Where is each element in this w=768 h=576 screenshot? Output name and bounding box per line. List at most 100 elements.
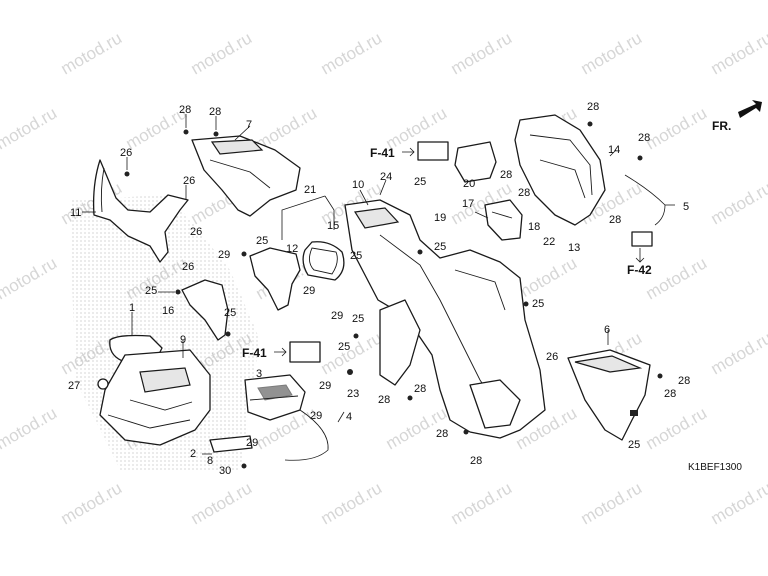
watermark-text: motod.ru: [643, 403, 711, 453]
watermark-text: motod.ru: [0, 403, 60, 453]
callout-labels: 28 28 7 26 26 11 26 26 25 29 21 15 12 29…: [68, 101, 690, 477]
callout-13: 13: [568, 242, 580, 254]
callout-3: 3: [256, 368, 262, 380]
part-6-right-side-cover[interactable]: [567, 349, 651, 441]
callout-15: 15: [327, 220, 339, 232]
watermark-text: motod.ru: [708, 328, 768, 378]
callout-28: 28: [209, 106, 221, 118]
part-18-latch[interactable]: [484, 199, 523, 241]
part-20-box-cover[interactable]: [454, 141, 497, 183]
callout-26: 26: [183, 175, 195, 187]
callout-29: 29: [331, 310, 343, 322]
watermark-text: motod.ru: [188, 28, 256, 78]
watermark-text: motod.ru: [448, 478, 516, 528]
f41-top-arrow: [402, 147, 415, 157]
callout-29: 29: [246, 437, 258, 449]
part-11-side-cover[interactable]: [92, 159, 189, 263]
callout-26: 26: [120, 147, 132, 159]
watermark-text: motod.ru: [318, 28, 386, 78]
callout-25: 25: [145, 285, 157, 297]
part-7-inner-upper-panel[interactable]: [191, 135, 301, 217]
watermark-text: motod.ru: [643, 253, 711, 303]
callout-28: 28: [179, 104, 191, 116]
f41-connector-mid: [289, 341, 321, 363]
callout-29: 29: [218, 249, 230, 261]
callout-28: 28: [500, 169, 512, 181]
callout-28: 28: [638, 132, 650, 144]
callout-17: 17: [462, 198, 474, 210]
part-10-main-inner-frame[interactable]: [344, 199, 546, 439]
callout-28: 28: [664, 388, 676, 400]
callout-25: 25: [434, 241, 446, 253]
callout-20: 20: [463, 178, 475, 190]
callout-11: 11: [70, 207, 81, 219]
callout-25: 25: [350, 250, 362, 262]
f41-mid-arrow: [274, 347, 287, 357]
watermark-text: motod.ru: [578, 478, 646, 528]
watermark-text: motod.ru: [0, 103, 60, 153]
callout-28: 28: [678, 375, 690, 387]
watermark-text: motod.ru: [578, 28, 646, 78]
callout-1: 1: [129, 302, 135, 314]
leader-lines: [82, 114, 675, 455]
callout-30: 30: [219, 465, 231, 477]
callout-29: 29: [303, 285, 315, 297]
watermark-text: motod.ru: [58, 28, 126, 78]
callout-7: 7: [246, 119, 252, 131]
callout-27: 27: [68, 380, 80, 392]
callout-28: 28: [436, 428, 448, 440]
part-21-center-panel[interactable]: [249, 241, 345, 311]
hardware-bolts: [124, 121, 663, 469]
watermark-text: motod.ru: [58, 478, 126, 528]
callout-25: 25: [338, 341, 350, 353]
watermark-text: motod.ru: [708, 178, 768, 228]
callout-19: 19: [434, 212, 446, 224]
part-13-upper-frame[interactable]: [514, 114, 606, 226]
f42-arrow: [635, 248, 645, 263]
callout-22: 22: [543, 236, 555, 248]
callout-21: 21: [304, 184, 316, 196]
callout-6: 6: [604, 324, 610, 336]
callout-24: 24: [380, 171, 392, 183]
f41-connector-top: [417, 141, 449, 161]
callout-12: 12: [286, 243, 298, 255]
callout-29: 29: [310, 410, 322, 422]
callout-4: 4: [346, 411, 352, 423]
callout-25: 25: [224, 307, 236, 319]
watermark-text: motod.ru: [643, 103, 711, 153]
drawing-code: K1BEF1300: [688, 462, 742, 473]
watermark-text: motod.ru: [0, 253, 60, 303]
watermark-text: motod.ru: [318, 478, 386, 528]
watermark-text: motod.ru: [708, 28, 768, 78]
callout-28: 28: [414, 383, 426, 395]
callout-29: 29: [319, 380, 331, 392]
part-16-lower-side-panel[interactable]: [181, 279, 229, 341]
part-4-cable[interactable]: [284, 409, 329, 461]
callout-28: 28: [518, 187, 530, 199]
callout-25: 25: [532, 298, 544, 310]
ref-f42: F-42: [627, 263, 652, 277]
callout-25: 25: [414, 176, 426, 188]
f42-connector: [631, 231, 653, 247]
callout-26: 26: [190, 226, 202, 238]
ref-f41-mid: F-41: [242, 346, 267, 360]
watermark-text: motod.ru: [708, 478, 768, 528]
callout-18: 18: [528, 221, 540, 233]
callout-10: 10: [352, 179, 364, 191]
callout-14: 14: [608, 144, 620, 156]
watermark-text: motod.ru: [448, 28, 516, 78]
callout-28: 28: [609, 214, 621, 226]
callout-5: 5: [683, 201, 689, 213]
callout-8: 8: [207, 455, 213, 467]
callout-26: 26: [182, 261, 194, 273]
callout-25: 25: [256, 235, 268, 247]
part-27-bolt[interactable]: [97, 378, 109, 390]
part-2-bracket-plate[interactable]: [209, 435, 253, 453]
watermark-text: motod.ru: [188, 478, 256, 528]
part-9-lower-cover[interactable]: [99, 349, 211, 446]
callout-9: 9: [180, 334, 186, 346]
front-direction-arrow: FR.: [712, 100, 762, 133]
callout-16: 16: [162, 305, 174, 317]
